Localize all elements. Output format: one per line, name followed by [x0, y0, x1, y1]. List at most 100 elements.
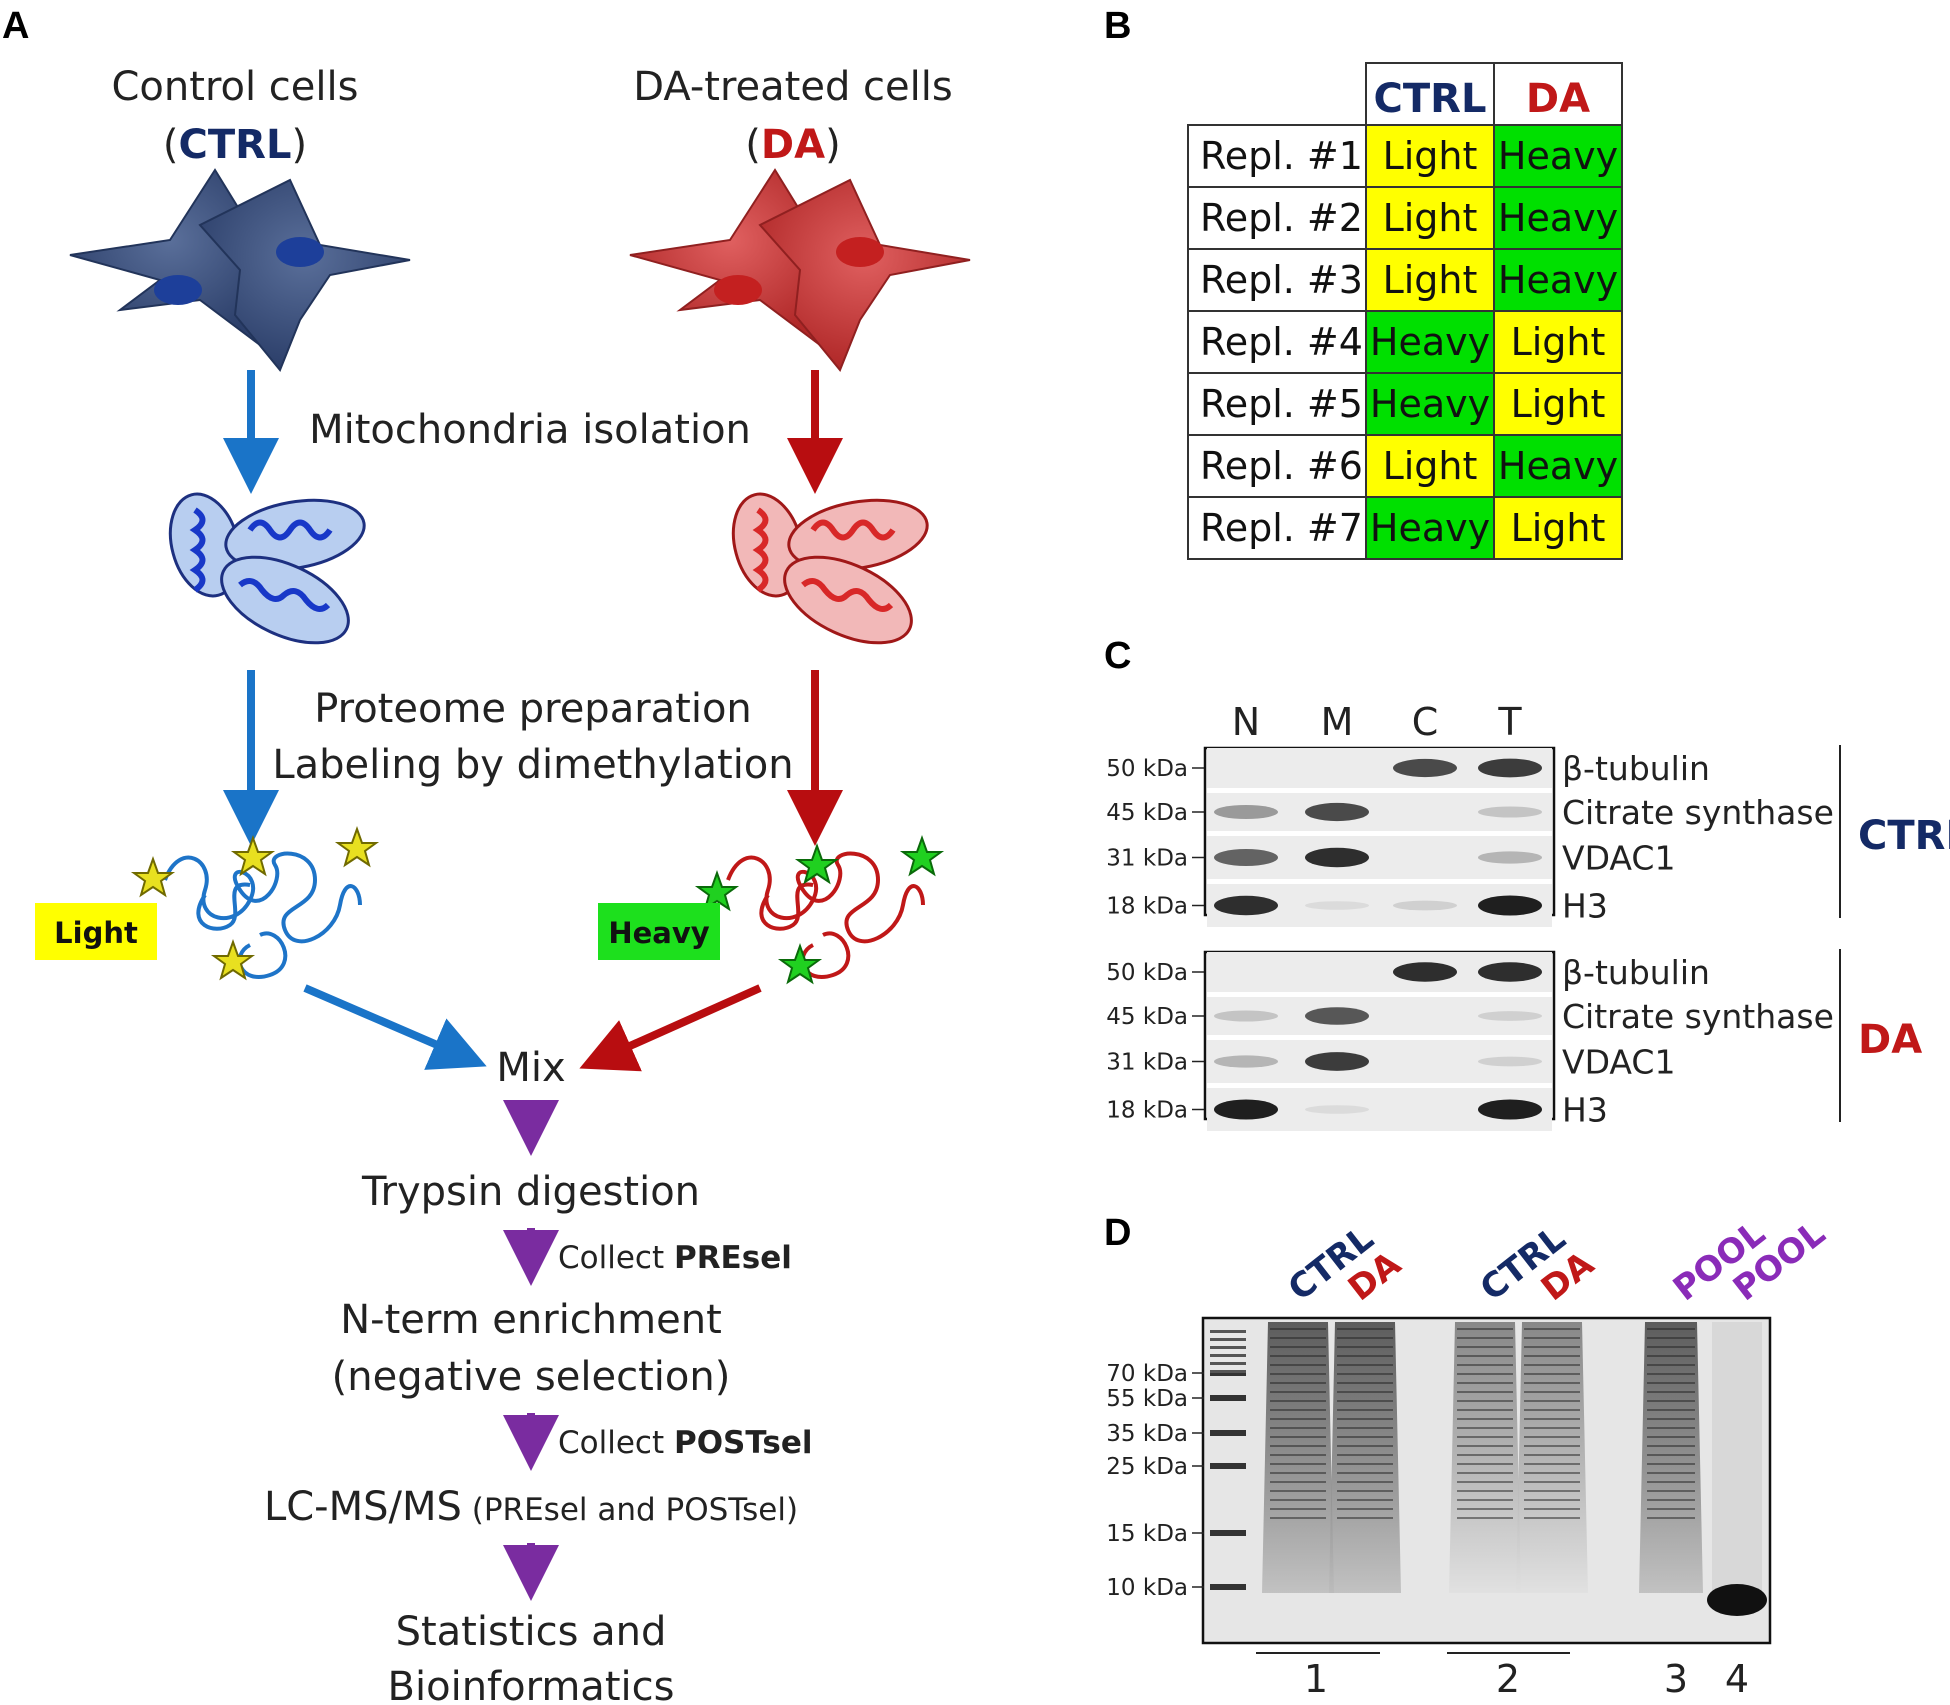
protein-label: H3: [1562, 1091, 1608, 1130]
replicate-label: Repl. #7: [1200, 506, 1363, 550]
step-trypsin: Trypsin digestion: [361, 1169, 700, 1215]
replicate-label: Repl. #4: [1200, 320, 1363, 364]
gel-band: [1337, 1508, 1393, 1510]
gel-band: [1457, 1355, 1513, 1357]
gel-band: [1270, 1508, 1326, 1510]
ctrl-label-value: Light: [1383, 134, 1478, 178]
protein-label: H3: [1562, 887, 1608, 926]
gel-band: [1457, 1508, 1513, 1510]
gel-band: [1457, 1445, 1513, 1447]
blot-band: [1478, 806, 1542, 818]
ctrl-label-value: Heavy: [1370, 382, 1490, 426]
gel-band: [1647, 1391, 1695, 1393]
gel-band: [1647, 1499, 1695, 1501]
ctrl-arrow-mix: [303, 984, 487, 1070]
gel-band: [1457, 1337, 1513, 1339]
gel-band: [1337, 1472, 1393, 1474]
lane-label: C: [1412, 700, 1439, 744]
blot-band: [1214, 805, 1278, 819]
protein-label: Citrate synthase: [1562, 793, 1834, 832]
blot-band: [1305, 1007, 1369, 1025]
gel-band: [1337, 1418, 1393, 1420]
table-row: [1187, 496, 1367, 560]
ladder-band: [1210, 1330, 1246, 1333]
lane-label: M: [1321, 700, 1354, 744]
step-proteome-prep: Proteome preparation: [314, 686, 752, 732]
gel-band: [1524, 1418, 1580, 1420]
gel-band: [1270, 1517, 1326, 1519]
da-arrow-mix: [579, 984, 762, 1072]
gel-band: [1647, 1373, 1695, 1375]
gel-band: [1524, 1472, 1580, 1474]
blot-marker-label: 31 kDa: [1106, 846, 1188, 872]
gel-band: [1270, 1409, 1326, 1411]
gel-band: [1457, 1436, 1513, 1438]
ladder-band: [1210, 1362, 1246, 1365]
ctrl-label-value: Light: [1383, 444, 1478, 488]
table-cell-ctrl: [1365, 186, 1495, 250]
protein-label: VDAC1: [1562, 839, 1675, 878]
strip-gap: [1207, 788, 1552, 793]
blot-band: [1214, 1055, 1278, 1068]
gel-band: [1270, 1481, 1326, 1483]
gel-band: [1337, 1346, 1393, 1348]
blot-band: [1305, 847, 1369, 868]
gel-band: [1270, 1364, 1326, 1366]
gel-sample-lane: [1262, 1322, 1334, 1593]
gel-band: [1270, 1346, 1326, 1348]
gel-band: [1647, 1418, 1695, 1420]
blot-marker-label: 18 kDa: [1106, 894, 1188, 920]
gel-band: [1270, 1490, 1326, 1492]
table-row: [1187, 186, 1367, 250]
blot-marker-label: 45 kDa: [1106, 1004, 1188, 1030]
ctrl-subtitle: (CTRL): [163, 122, 307, 168]
gel-band: [1337, 1382, 1393, 1384]
step-lcms: LC-MS/MS (PREsel and POSTsel): [264, 1484, 798, 1530]
gel-band: [1524, 1454, 1580, 1456]
gel-band: [1647, 1463, 1695, 1465]
gel-band: [1457, 1499, 1513, 1501]
light-peptides-icon: [130, 826, 380, 981]
table-cell-da: [1493, 372, 1623, 436]
da-title: DA-treated cells: [633, 64, 952, 110]
gel-band: [1270, 1454, 1326, 1456]
blot-band: [1478, 1099, 1542, 1120]
gel-marker-label: 25 kDa: [1106, 1454, 1188, 1480]
gel-band: [1457, 1454, 1513, 1456]
gel-band: [1524, 1355, 1580, 1357]
blot-band: [1393, 962, 1457, 982]
gel-band: [1524, 1436, 1580, 1438]
gel-band: [1647, 1328, 1695, 1330]
gel-band: [1457, 1490, 1513, 1492]
ladder-band: [1210, 1354, 1246, 1357]
gel-band: [1337, 1427, 1393, 1429]
blot-band: [1214, 849, 1278, 866]
blot-band: [1305, 802, 1369, 822]
blot-marker-label: 18 kDa: [1106, 1098, 1188, 1124]
blot-band: [1393, 758, 1457, 778]
protein-label: β-tubulin: [1562, 749, 1710, 788]
gel-band: [1270, 1337, 1326, 1339]
step-nterm-2: (negative selection): [332, 1354, 731, 1400]
ctrl-mitochondria-icon: [168, 492, 366, 645]
gel-band: [1524, 1499, 1580, 1501]
gel-sample-lane: [1449, 1322, 1521, 1593]
gel-band: [1647, 1346, 1695, 1348]
gel-sample-lane: [1329, 1322, 1401, 1593]
table-header-cell: [1365, 62, 1495, 126]
table-cell-ctrl: [1365, 124, 1495, 188]
protein-label: β-tubulin: [1562, 953, 1710, 992]
step-mix: Mix: [496, 1045, 565, 1091]
heavy-peptides-icon: [694, 835, 945, 985]
table-cell-ctrl: [1365, 496, 1495, 560]
lane-label: T: [1497, 700, 1522, 744]
gel-marker-label: 10 kDa: [1106, 1575, 1188, 1601]
gel-band: [1337, 1337, 1393, 1339]
gel-band: [1457, 1373, 1513, 1375]
collect-presel-label: Collect PREsel: [558, 1240, 792, 1276]
gel-band: [1457, 1409, 1513, 1411]
ladder-band: [1210, 1395, 1246, 1401]
gel-band: [1524, 1382, 1580, 1384]
gel-band: [1524, 1364, 1580, 1366]
